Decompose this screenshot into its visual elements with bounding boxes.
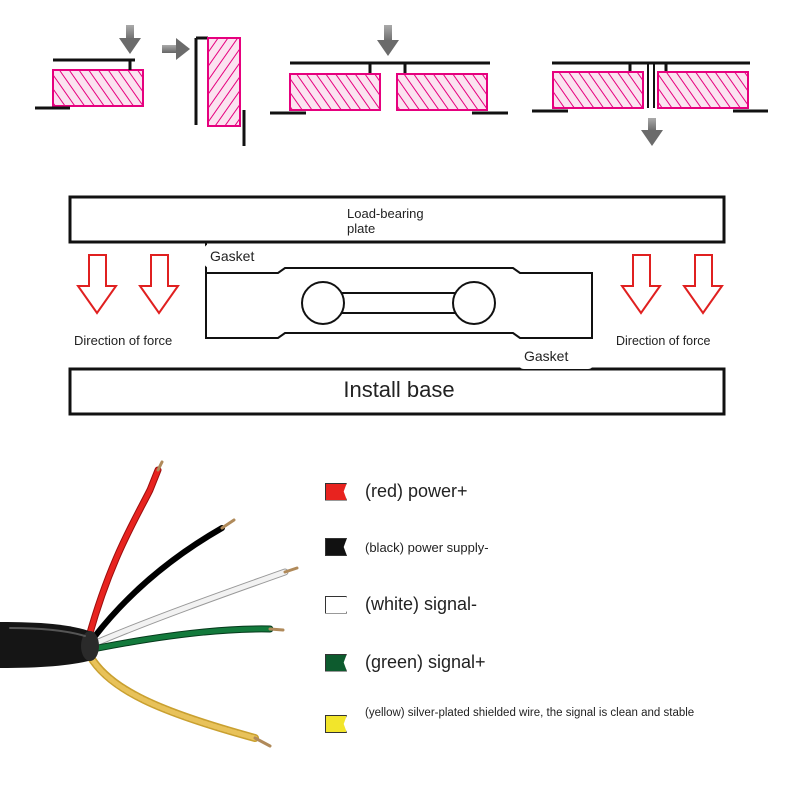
arrow-down-icon [377, 25, 399, 56]
red-swatch-icon [325, 482, 347, 501]
legend-green: (green) signal+ [325, 652, 486, 673]
legend-white: (white) signal- [325, 594, 477, 615]
force-arrow-icon [76, 254, 118, 315]
black-swatch-icon [325, 538, 347, 556]
legend-yellow-text: (yellow) silver-plated shielded wire, th… [365, 707, 695, 719]
force-arrow-icon [138, 254, 180, 315]
force-arrows-right [620, 254, 724, 315]
mount-diagram-1 [35, 25, 144, 110]
force-arrows-left [76, 254, 180, 315]
white-swatch-icon [325, 595, 347, 614]
force-label-right: Direction of force [616, 334, 711, 348]
mount-diagram-3 [270, 25, 508, 115]
arrow-right-icon [162, 38, 190, 60]
plate-label: Load-bearing plate [347, 206, 424, 236]
gasket-bottom-label: Gasket [518, 343, 594, 369]
cable-illustration [0, 460, 299, 748]
legend-yellow: (yellow) silver-plated shielded wire, th… [325, 707, 695, 733]
plate-label-line2: plate [347, 221, 376, 236]
arrow-down-icon [641, 118, 663, 146]
green-swatch-icon [325, 653, 347, 672]
mount-diagram-4 [532, 61, 768, 146]
legend-black: (black) power supply- [325, 538, 489, 556]
legend-red-text: (red) power+ [365, 481, 468, 501]
legend-white-text: (white) signal- [365, 594, 478, 614]
install-base-label: Install base [343, 377, 455, 402]
arrow-down-icon [119, 25, 141, 54]
yellow-swatch-icon [325, 715, 347, 733]
plate-label-line1: Load-bearing [347, 206, 424, 221]
force-arrow-icon [682, 254, 724, 315]
gasket-top-label: Gasket [204, 244, 261, 268]
legend-black-text: (black) power supply- [365, 539, 489, 555]
install-base [68, 367, 726, 416]
mount-diagram-2 [162, 36, 246, 146]
legend-red: (red) power+ [325, 481, 468, 502]
load-cell-beam [205, 242, 593, 339]
force-arrow-icon [620, 254, 662, 315]
legend-green-text: (green) signal+ [365, 652, 486, 672]
force-label-left: Direction of force [74, 333, 173, 348]
load-bearing-plate [68, 195, 726, 244]
